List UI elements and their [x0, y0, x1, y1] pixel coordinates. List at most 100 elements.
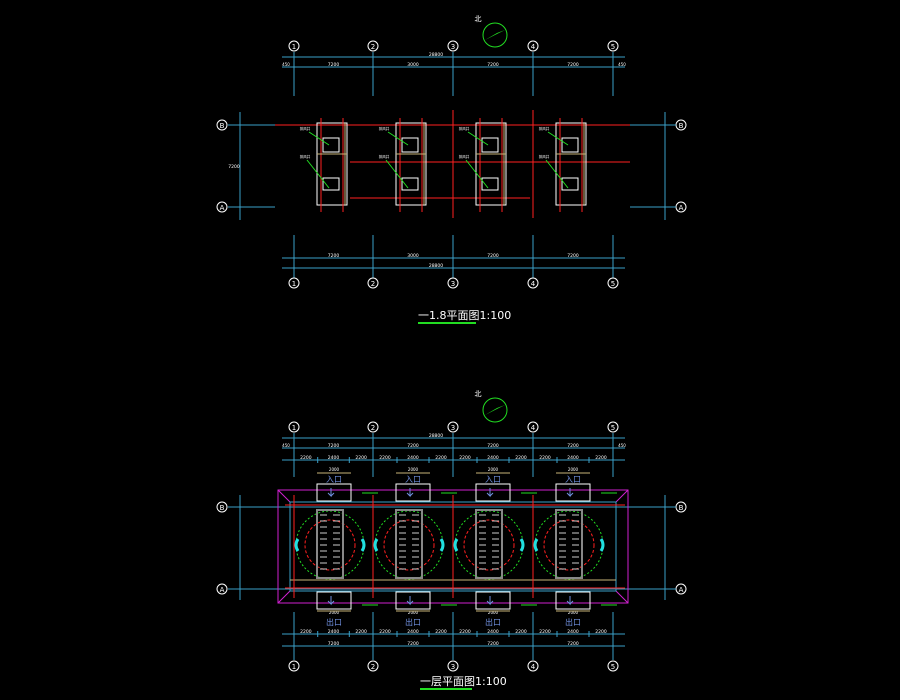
axis-label: 4 — [531, 43, 536, 51]
axis-bubble — [527, 277, 539, 289]
axis-bubble — [447, 277, 459, 289]
entry-box — [316, 483, 352, 502]
vent-box — [561, 177, 579, 191]
dim-detail-text: 2400 — [328, 629, 340, 635]
dim-detail-text: 2400 — [407, 455, 419, 461]
dim-edge: 450 — [618, 62, 626, 67]
axis-bubble — [216, 119, 228, 131]
entry-box — [475, 483, 511, 502]
axis-bubble — [216, 501, 228, 513]
dim-bays-text: 7200 — [487, 62, 499, 68]
axis-label: A — [679, 204, 684, 212]
axis-bubble — [527, 660, 539, 672]
stair-block — [395, 509, 423, 579]
top-plan-title-underline — [418, 322, 476, 324]
dim-total: 28800 — [429, 433, 443, 439]
arrow-down-icon — [327, 596, 335, 606]
north-label: 北 — [475, 15, 482, 23]
axis-label: A — [220, 204, 225, 212]
note: 排风井 — [539, 154, 550, 159]
note: 排风井 — [300, 126, 311, 131]
entry-box — [395, 483, 431, 502]
arrow-down-icon — [566, 596, 574, 606]
axis-label: 1 — [292, 663, 296, 671]
exit-label: 出口 — [326, 617, 342, 627]
exit-dim: 2000 — [408, 610, 419, 615]
dim-bays-text: 7200 — [328, 62, 340, 68]
stair-room — [555, 122, 587, 206]
door-arc-icon — [519, 538, 525, 552]
axis-label: 1 — [292, 280, 296, 288]
axis-label: 5 — [611, 280, 615, 288]
axis-bubble — [447, 660, 459, 672]
leader-line — [545, 159, 569, 189]
dim-detail-text: 2200 — [379, 629, 391, 635]
vent-box — [481, 137, 499, 153]
swing-circle — [304, 519, 356, 571]
dim-bays-text: 3000 — [407, 62, 419, 68]
entry-label: 入口 — [326, 475, 342, 484]
door-arc-icon — [294, 538, 300, 552]
axis-bubble — [288, 421, 300, 433]
dim-bays-text: 7200 — [487, 641, 499, 647]
dim-side: 7200 — [228, 164, 240, 170]
axis-label: 1 — [292, 424, 296, 432]
north-arrow-icon — [485, 405, 505, 415]
dim-bays-text: 7200 — [487, 443, 499, 449]
swing-circle — [543, 519, 595, 571]
axis-bubble — [367, 421, 379, 433]
bottom-plan-title-underline — [420, 688, 472, 690]
axis-label: 3 — [451, 280, 455, 288]
axis-bubble — [527, 40, 539, 52]
axis-bubble — [288, 277, 300, 289]
axis-label: B — [679, 504, 684, 512]
dim-detail-text: 2200 — [539, 455, 551, 461]
dim-detail-text: 2200 — [515, 455, 527, 461]
entry-dim: 2000 — [568, 467, 579, 472]
axis-bubble — [367, 660, 379, 672]
exit-box — [395, 591, 431, 610]
stair-room — [475, 122, 507, 206]
entry-dim: 2000 — [329, 467, 340, 472]
dim-bays-text: 7200 — [567, 641, 579, 647]
entry-label: 入口 — [405, 475, 421, 484]
axis-bubble — [288, 40, 300, 52]
exit-label: 出口 — [485, 617, 501, 627]
axis-label: 4 — [531, 424, 536, 432]
door-arc-icon — [439, 538, 445, 552]
axis-label: 3 — [451, 663, 455, 671]
dim-bays-text: 7200 — [567, 443, 579, 449]
axis-bubble — [447, 40, 459, 52]
axis-bubble — [607, 421, 619, 433]
door-arc-icon — [453, 538, 459, 552]
axis-label: 5 — [611, 424, 615, 432]
axis-label: 2 — [371, 424, 375, 432]
bottom-plan-title: 一层平面图1:100 — [420, 675, 507, 688]
axis-bubble — [527, 421, 539, 433]
dim-detail-text: 2200 — [515, 629, 527, 635]
axis-label: 5 — [611, 43, 615, 51]
north-label: 北 — [475, 390, 482, 398]
arrow-down-icon — [406, 488, 414, 498]
axis-bubble — [216, 201, 228, 213]
stair-block — [555, 509, 583, 579]
axis-label: 5 — [611, 663, 615, 671]
dim-detail-text: 2200 — [435, 629, 447, 635]
swing-circle — [295, 510, 365, 580]
door-arc-icon — [599, 538, 605, 552]
exit-box — [316, 591, 352, 610]
axis-bubble — [288, 660, 300, 672]
top-plan-title: 一1.8平面图1:100 — [418, 309, 512, 322]
vent-box — [401, 137, 419, 153]
dim-detail-text: 2400 — [567, 455, 579, 461]
axis-bubble — [607, 277, 619, 289]
axis-label: 2 — [371, 280, 375, 288]
dim-detail-text: 2200 — [595, 455, 607, 461]
dim-detail-text: 2400 — [407, 629, 419, 635]
dim-edge: 450 — [282, 62, 290, 67]
dim-detail-text: 2200 — [459, 455, 471, 461]
entry-label: 入口 — [485, 475, 501, 484]
axis-bubble — [367, 40, 379, 52]
dim-edge: 450 — [618, 443, 626, 448]
axis-label: B — [220, 504, 225, 512]
